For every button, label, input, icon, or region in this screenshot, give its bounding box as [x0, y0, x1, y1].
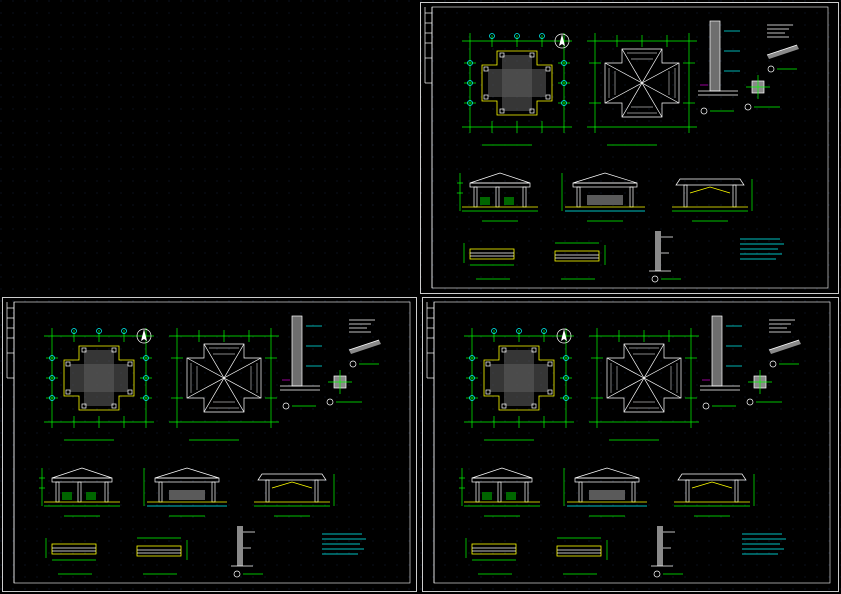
sheet-bottom-left	[2, 297, 417, 592]
sheet-top-right	[420, 2, 839, 294]
sheet-bottom-right	[422, 297, 839, 592]
